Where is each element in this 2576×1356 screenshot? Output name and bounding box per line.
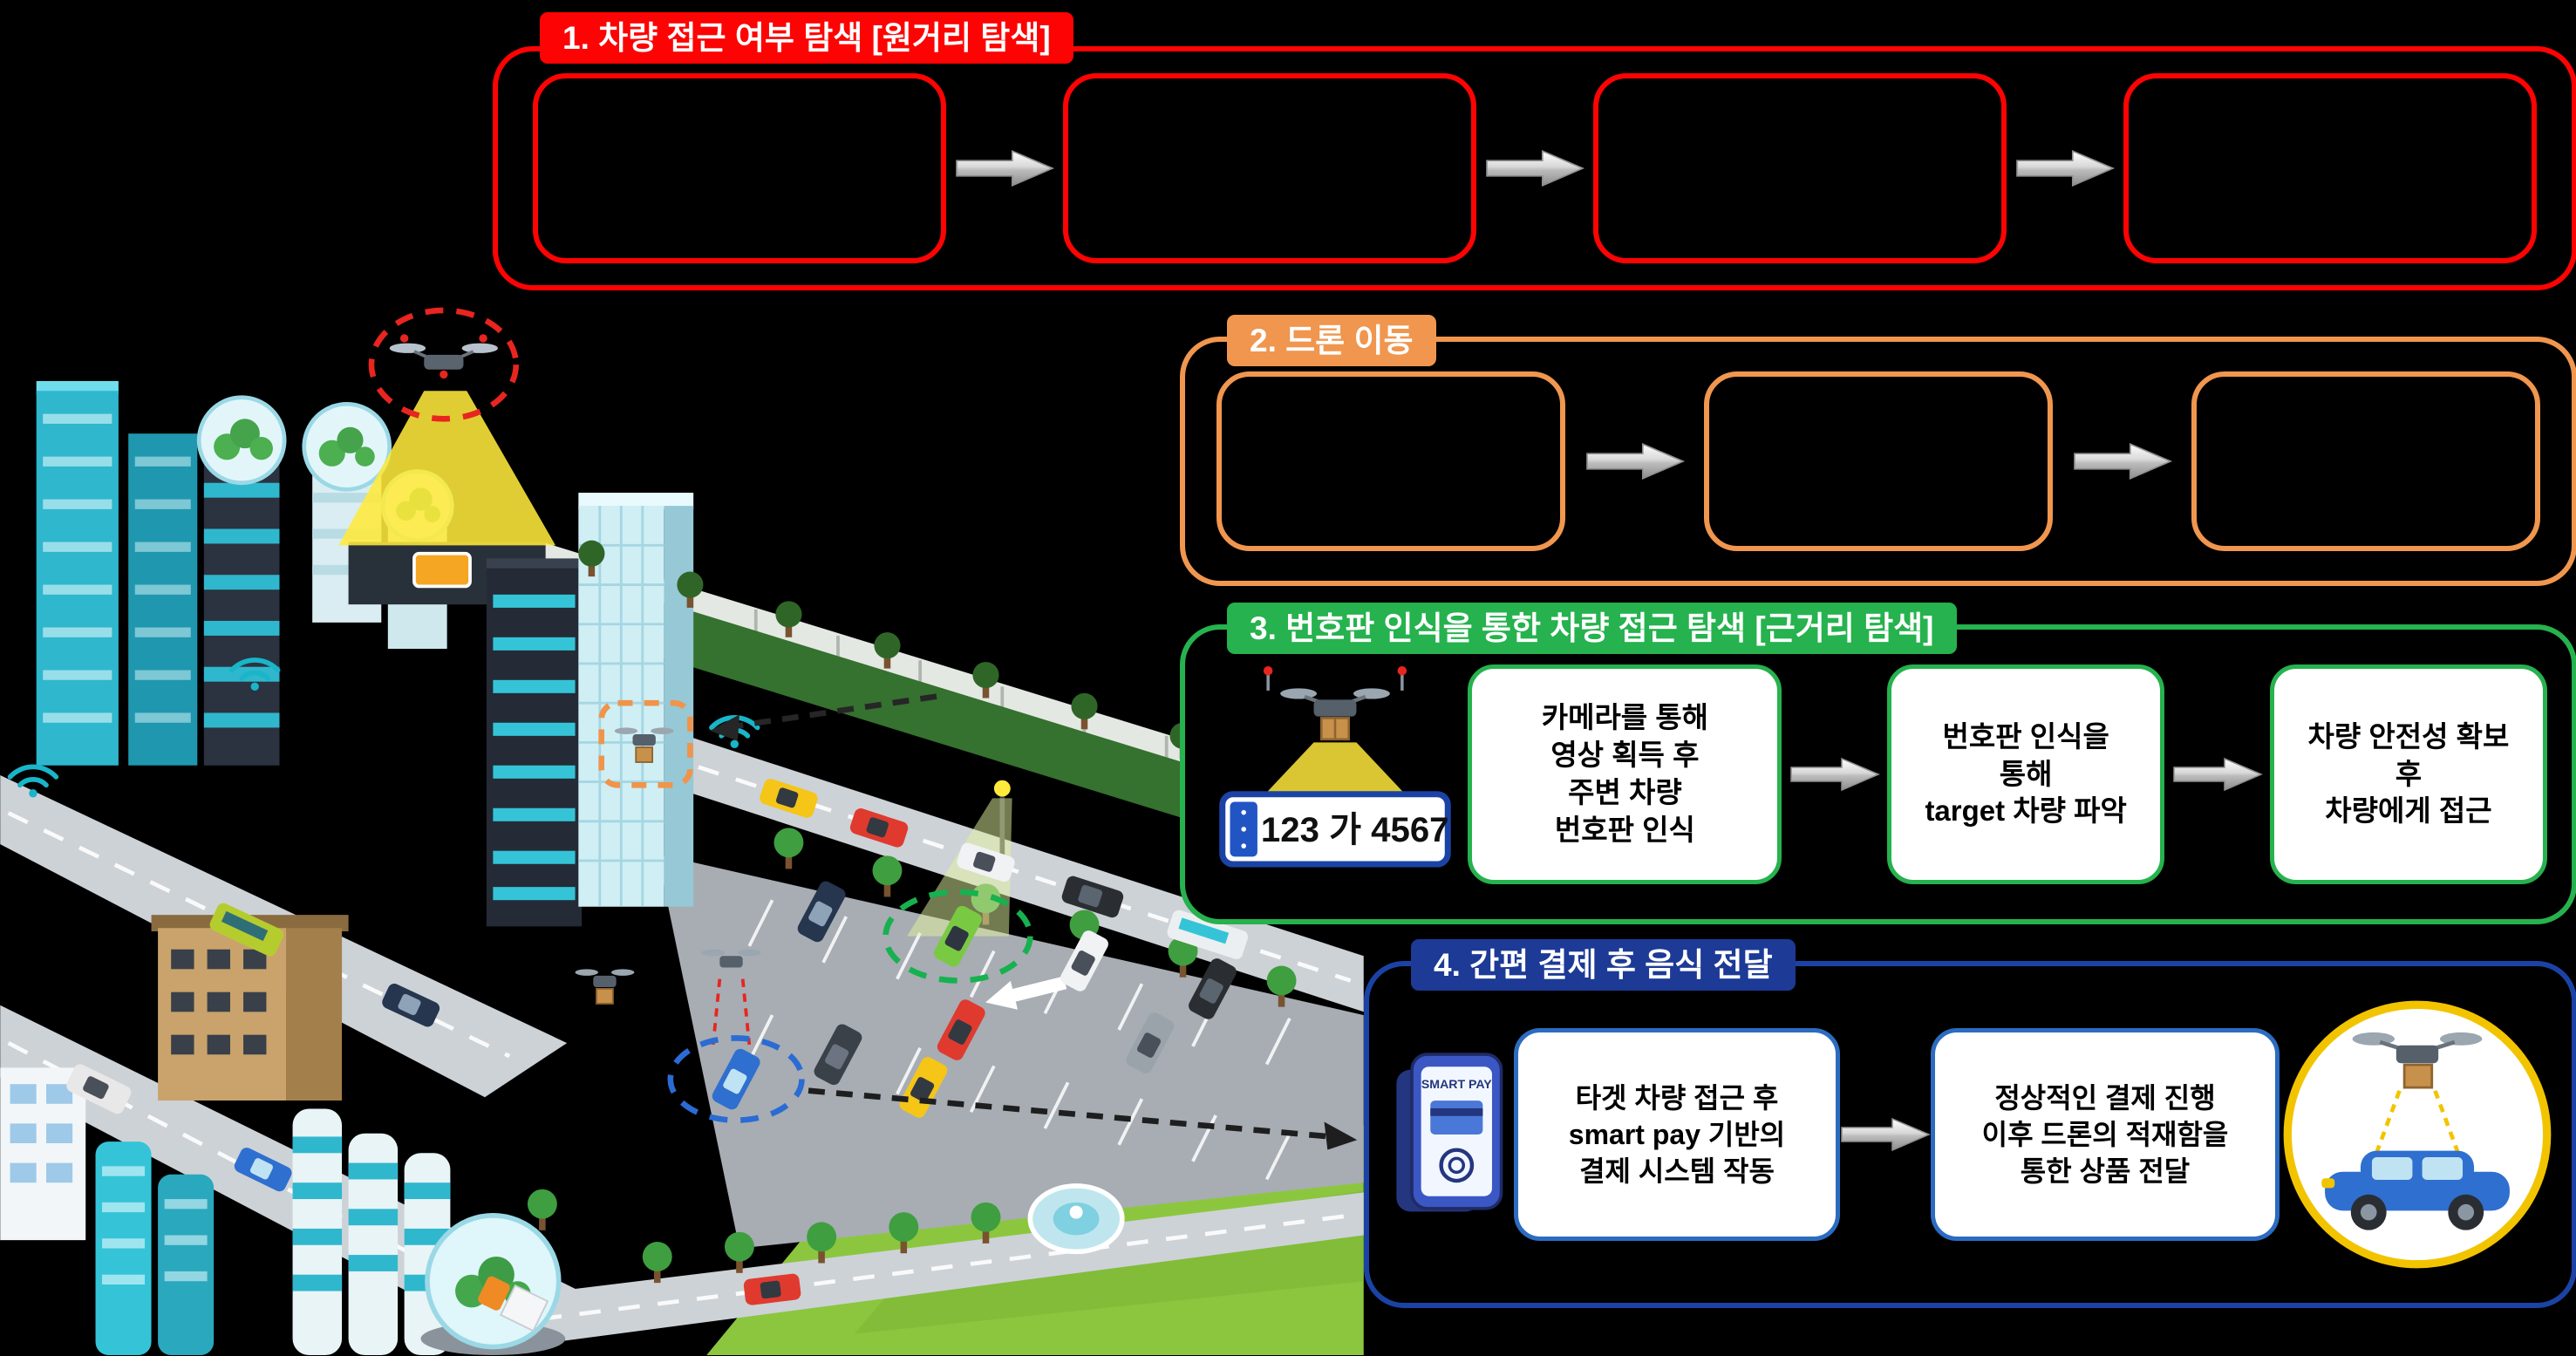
step4-panel: 4. 간편 결제 후 음식 전달 SMART PAY 타겟 차량 접근 후 sm… <box>1364 939 2576 1308</box>
trees <box>527 540 1297 1284</box>
step1-title-badge: 1. 차량 접근 여부 탐색 [원거리 탐색] <box>540 12 1073 64</box>
arrow-right-icon <box>1790 757 1880 792</box>
step1-panel: 1. 차량 접근 여부 탐색 [원거리 탐색] <box>493 12 2576 290</box>
arrow-right-icon <box>1585 442 1685 480</box>
scout-drone <box>701 949 761 1046</box>
smart-city-illustration <box>0 307 1364 1355</box>
parking-lot <box>657 854 1364 1249</box>
drone-highlight-box-orange <box>598 699 693 788</box>
license-plate-text: 123 가 4567 <box>1261 810 1449 849</box>
drone-searchlight-beam <box>338 391 555 546</box>
car-highlight-circle-blue <box>667 1035 805 1123</box>
step4-title-badge: 4. 간편 결제 후 음식 전달 <box>1411 939 1796 991</box>
step3-title-badge: 3. 번호판 인식을 통한 차량 접근 탐색 [근거리 탐색] <box>1227 603 1957 654</box>
wifi-icon <box>229 658 281 692</box>
step1-box-3 <box>1593 73 2007 263</box>
step2-box-1 <box>1216 371 1565 551</box>
dashed-arrow-to-drone <box>710 693 937 741</box>
buildings <box>0 380 694 1355</box>
parked-cars <box>712 881 1237 1118</box>
arrow-right-icon <box>1841 1117 1931 1152</box>
arrow-right-icon <box>2172 757 2263 792</box>
surveillance-drone <box>389 334 499 379</box>
step4-box-2: 정상적인 결제 진행 이후 드론의 적재함을 통한 상품 전달 <box>1931 1028 2280 1241</box>
step1-box-2 <box>1063 73 1476 263</box>
drone-car-delivery-illustration <box>2283 1000 2552 1269</box>
arrow-right-icon <box>2073 442 2172 480</box>
road-cars <box>66 779 1249 1332</box>
arrow-right-icon <box>2016 149 2116 187</box>
step2-box-3 <box>2191 371 2540 551</box>
step4-box-1: 타겟 차량 접근 후 smart pay 기반의 결제 시스템 작동 <box>1514 1028 1840 1241</box>
target-blue-car <box>712 1048 760 1110</box>
delivery-drone-carrier <box>575 969 635 1005</box>
step2-title-badge: 2. 드론 이동 <box>1227 315 1436 366</box>
moving-drone <box>614 727 674 763</box>
drone-license-plate-illustration: 123 가 4567 <box>1219 665 1451 868</box>
step3-box-3: 차량 안전성 확보 후 차량에게 접근 <box>2269 664 2547 884</box>
arrow-right-icon <box>1486 149 1585 187</box>
step2-box-2 <box>1704 371 2053 551</box>
step1-box-4 <box>2123 73 2537 263</box>
smart-pay-phone-illustration: SMART PAY <box>1396 1053 1503 1212</box>
step3-box-1: 카메라를 통해 영상 획득 후 주변 차량 번호판 인식 <box>1468 664 1782 884</box>
dashed-arrow-to-payment <box>808 1087 1358 1150</box>
wifi-icon <box>7 764 59 798</box>
road-arrow-marking <box>985 976 1067 1010</box>
step3-panel: 3. 번호판 인식을 통한 차량 접근 탐색 [근거리 탐색] 123 가 45… <box>1180 603 2576 924</box>
step1-box-1 <box>533 73 946 263</box>
step2-panel: 2. 드론 이동 <box>1180 315 2576 586</box>
fountain <box>1027 1183 1125 1255</box>
target-green-car <box>934 905 982 967</box>
street-lamp <box>907 780 1012 937</box>
step3-box-2: 번호판 인식을 통해 target 차량 파악 <box>1887 664 2165 884</box>
smart-pay-label: SMART PAY <box>1421 1077 1492 1091</box>
arrow-right-icon <box>956 149 1055 187</box>
